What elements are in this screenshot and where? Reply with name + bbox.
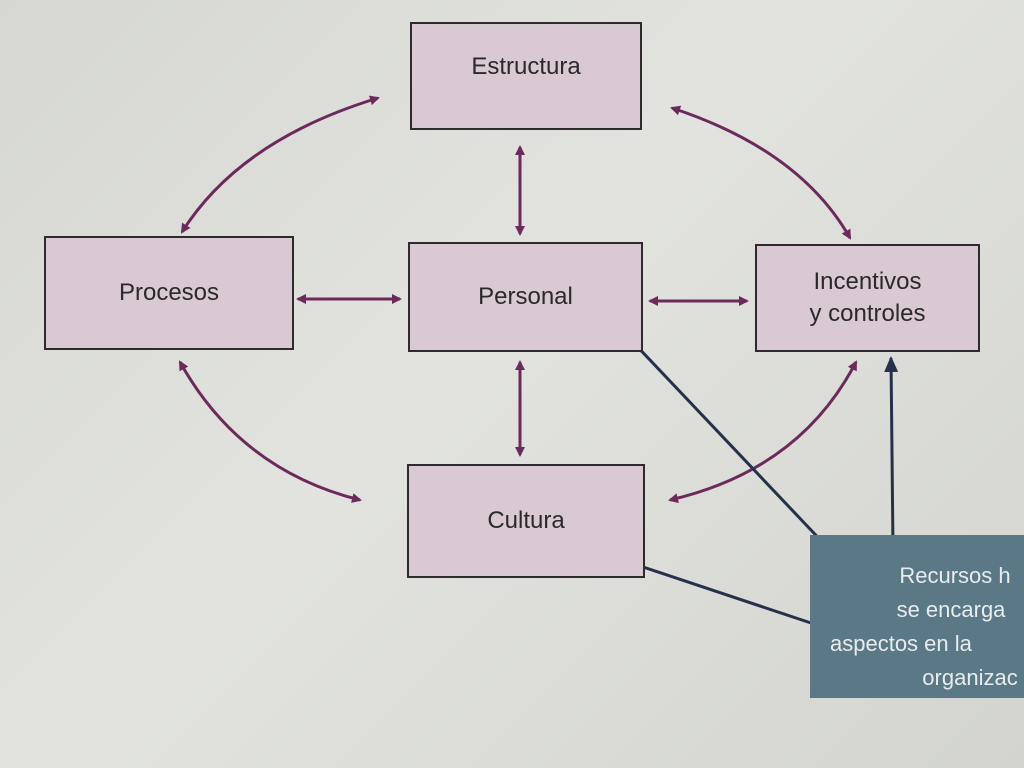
node-label: Incentivos <box>813 267 922 295</box>
node-estructura: Estructura <box>410 22 642 130</box>
arrow-estructura-incentivos <box>670 105 852 240</box>
pointer-to-personal <box>612 320 830 550</box>
node-procesos: Procesos <box>44 236 294 350</box>
callout-line: aspectos en la <box>830 631 972 657</box>
arrow-estructura-procesos <box>180 95 380 234</box>
node-label: Cultura <box>487 506 565 534</box>
pointer-to-incentivos <box>884 356 899 549</box>
callout-line: organizac <box>922 665 1018 691</box>
callout-box: Recursos h se encarga aspectos en la org… <box>810 535 1024 698</box>
node-label: Estructura <box>471 52 581 80</box>
node-label: Personal <box>478 282 573 310</box>
arrow-incentivos-cultura <box>668 360 858 504</box>
node-label: Procesos <box>118 278 220 306</box>
node-cultura: Cultura <box>407 464 645 578</box>
callout-line: Recursos h <box>899 563 1011 588</box>
arrow-procesos-cultura <box>178 360 362 503</box>
node-incentivos: Incentivos y controles <box>755 244 980 352</box>
node-label: y controles <box>809 300 926 327</box>
callout-line: se encarga <box>896 597 1006 623</box>
node-personal: Personal <box>408 242 643 352</box>
